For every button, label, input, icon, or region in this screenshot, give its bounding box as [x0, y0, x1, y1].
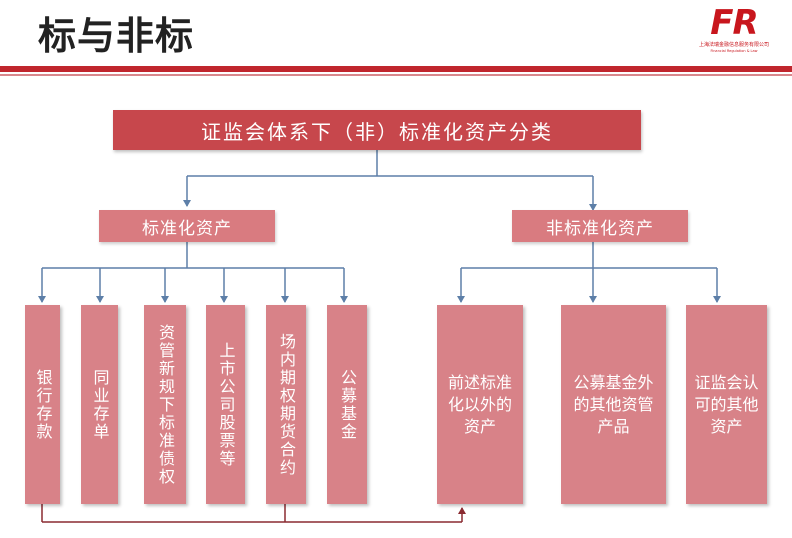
header-divider-thin [0, 74, 792, 76]
logo-tagline: Financial Regulation & Law [710, 49, 758, 53]
nonstandard-assets-node: 非标准化资产 [512, 210, 688, 242]
leaf-csrc-approved: 证监会认可的其他资产 [686, 305, 767, 504]
leaf-other-assets: 前述标准化以外的资产 [437, 305, 523, 504]
leaf-standard-debt: 资管新规下标准债权 [144, 305, 186, 504]
leaf-public-funds: 公募基金 [327, 305, 367, 504]
logo-company-name: 上海法瑞金融信息服务有限公司 [698, 42, 769, 48]
logo-mark: FR [710, 3, 758, 43]
standard-assets-node: 标准化资产 [99, 210, 275, 242]
leaf-other-am-products: 公募基金外的其他资管产品 [561, 305, 666, 504]
leaf-listed-stocks: 上市公司股票等 [206, 305, 245, 504]
leaf-exchange-derivatives: 场内期权期货合约 [266, 305, 306, 504]
leaf-bank-deposits: 银行存款 [25, 305, 60, 504]
leaf-interbank-cds: 同业存单 [81, 305, 118, 504]
page-title: 标与非标 [38, 14, 195, 58]
header-divider [0, 66, 792, 72]
diagram-root-node: 证监会体系下（非）标准化资产分类 [113, 110, 641, 150]
company-logo: FR 上海法瑞金融信息服务有限公司 Financial Regulation &… [698, 4, 770, 54]
